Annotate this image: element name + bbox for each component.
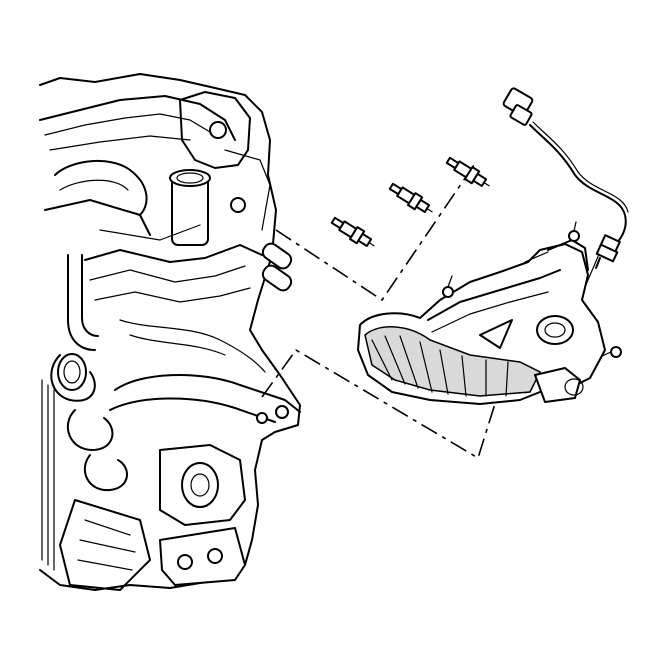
oxygen-sensor [502, 87, 629, 269]
manifold-bolt [568, 221, 580, 242]
spark-plug [388, 182, 433, 213]
spark-plug [445, 156, 490, 187]
manifold-bolt [442, 275, 454, 298]
manifold-bolt [601, 346, 622, 358]
spark-plug [330, 216, 375, 247]
exhaust-manifold-heat-shield [357, 239, 606, 405]
engine-assembly [39, 73, 301, 591]
